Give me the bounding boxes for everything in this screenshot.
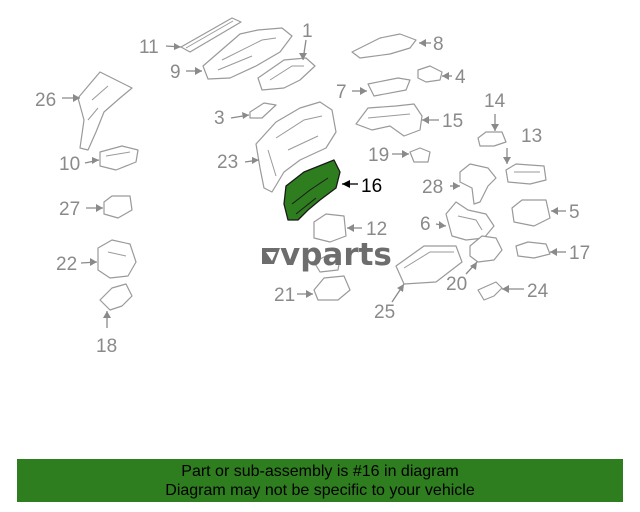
part-20[interactable] (469, 235, 503, 263)
callout-24: 24 (527, 281, 549, 302)
callout-18: 18 (96, 336, 117, 357)
callout-1: 1 (302, 21, 313, 42)
callout-22: 22 (56, 254, 77, 275)
part-1[interactable] (257, 57, 316, 91)
callout-4: 4 (455, 67, 466, 88)
watermark-logo-mark (262, 248, 280, 264)
callout-11: 11 (139, 37, 159, 58)
callout-10: 10 (59, 154, 80, 175)
callout-15: 15 (442, 111, 463, 132)
part-12[interactable] (313, 213, 347, 243)
callout-25: 25 (374, 302, 395, 323)
part-unlabeled (313, 255, 341, 273)
callout-8: 8 (433, 34, 444, 55)
part-4[interactable] (417, 65, 443, 83)
callout-labels: 11 9 1 3 23 26 10 27 22 18 8 7 4 15 14 1… (35, 21, 590, 357)
part-26[interactable] (77, 71, 133, 151)
callout-9: 9 (170, 62, 181, 83)
callout-20: 20 (446, 274, 467, 295)
part-9[interactable] (202, 27, 293, 80)
callout-13: 13 (521, 126, 542, 147)
callout-26: 26 (35, 90, 56, 111)
callout-23: 23 (217, 152, 238, 173)
part-16-highlighted[interactable] (283, 159, 341, 221)
part-3[interactable] (249, 102, 277, 119)
callout-28: 28 (422, 177, 443, 198)
part-7[interactable] (367, 77, 411, 97)
part-28[interactable] (459, 163, 497, 205)
footer-line-2: Diagram may not be specific to your vehi… (165, 482, 475, 499)
part-11[interactable] (180, 17, 242, 53)
callout-27: 27 (59, 199, 80, 220)
part-19[interactable] (409, 147, 431, 163)
footer-line-1: Part or sub-assembly is #16 in diagram (181, 463, 459, 480)
part-27[interactable] (103, 195, 133, 219)
part-13[interactable] (505, 163, 547, 185)
part-8[interactable] (351, 33, 417, 59)
part-6[interactable] (445, 201, 495, 241)
part-18[interactable] (99, 283, 133, 311)
watermark: vparts (262, 237, 392, 273)
part-24[interactable] (477, 281, 503, 301)
callout-5: 5 (569, 202, 580, 223)
part-5[interactable] (511, 199, 551, 227)
arrowheads (73, 39, 558, 318)
part-17[interactable] (515, 241, 551, 259)
callout-7: 7 (336, 82, 347, 103)
callout-12: 12 (366, 219, 387, 240)
callout-6: 6 (420, 214, 431, 235)
watermark-text: vparts (280, 237, 392, 273)
part-10[interactable] (99, 145, 139, 171)
part-22[interactable] (97, 239, 137, 279)
footer-banner: Part or sub-assembly is #16 in diagram D… (17, 459, 623, 502)
part-23[interactable] (255, 101, 337, 193)
callout-16: 16 (361, 176, 382, 197)
callout-14: 14 (484, 91, 506, 112)
part-15[interactable] (355, 103, 423, 137)
part-21[interactable] (313, 275, 351, 301)
callout-21: 21 (274, 285, 295, 306)
part-14[interactable] (477, 131, 507, 147)
callout-19: 19 (368, 145, 389, 166)
callout-17: 17 (569, 243, 590, 264)
parts-diagram: 11 9 1 3 23 26 10 27 22 18 8 7 4 15 14 1… (35, 17, 590, 357)
callout-3: 3 (214, 108, 225, 129)
